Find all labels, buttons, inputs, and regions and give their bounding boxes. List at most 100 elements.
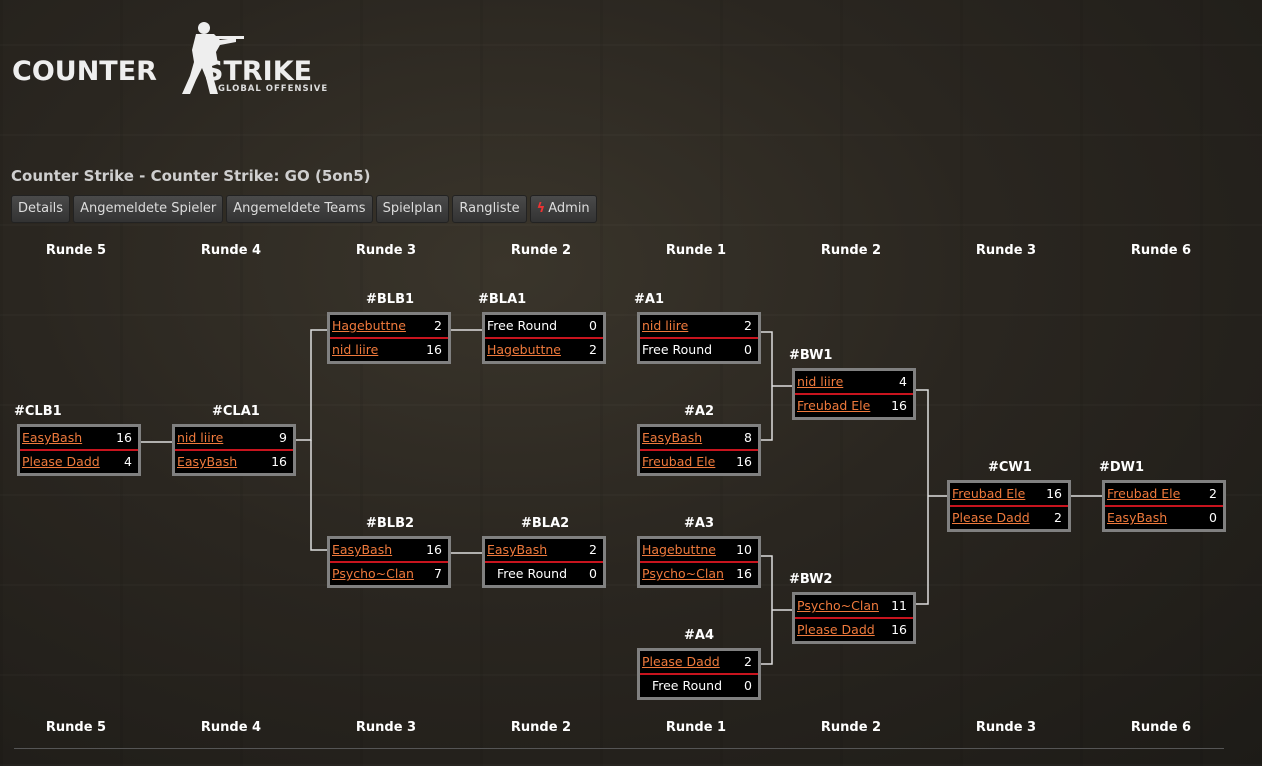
round-label: Runde 2 <box>820 243 882 258</box>
team-link[interactable]: EasyBash <box>642 430 703 445</box>
team-score: 2 <box>434 318 442 333</box>
team-link[interactable]: Psycho~Clan <box>797 598 879 613</box>
team-link[interactable]: Hagebuttne <box>642 542 716 557</box>
team-score: 16 <box>891 622 907 637</box>
logo-word-strike: STRIKE <box>204 56 313 87</box>
round-label: Runde 3 <box>975 243 1037 258</box>
tab-registered-teams[interactable]: Angemeldete Teams <box>226 195 373 223</box>
team-score: 16 <box>736 566 752 581</box>
match-box: Hagebuttne 2 nid liire 16 <box>327 312 451 364</box>
page-title: Counter Strike - Counter Strike: GO (5on… <box>11 167 371 185</box>
team-link[interactable]: Please Dadd <box>797 622 875 637</box>
team-link[interactable]: Freubad Ele <box>642 454 716 469</box>
logo-subtitle: GLOBAL OFFENSIVE <box>218 84 329 94</box>
match-id: #DW1 <box>1099 460 1145 475</box>
team-link[interactable]: nid liire <box>797 374 844 389</box>
team-link[interactable]: EasyBash <box>487 542 548 557</box>
bolt-icon: ϟ <box>536 201 546 216</box>
team-score: 7 <box>434 566 442 581</box>
match-id: #A2 <box>684 404 714 419</box>
tab-bar: Details Angemeldete Spieler Angemeldete … <box>11 195 597 223</box>
team-link[interactable]: EasyBash <box>177 454 238 469</box>
round-label: Runde 1 <box>665 720 727 735</box>
team-link[interactable]: Psycho~Clan <box>642 566 724 581</box>
team-link[interactable]: EasyBash <box>1107 510 1168 525</box>
match-box: nid liire 2 Free Round 0 <box>637 312 761 364</box>
match-id: #BW1 <box>789 348 833 363</box>
match-id: #BLA2 <box>521 516 570 531</box>
team-name: Free Round <box>496 566 568 581</box>
tab-admin-label: Admin <box>548 201 590 216</box>
team-score: 2 <box>589 342 597 357</box>
team-link[interactable]: Psycho~Clan <box>332 566 414 581</box>
team-link[interactable]: nid liire <box>177 430 224 445</box>
match-box: Psycho~Clan 11 Please Dadd 16 <box>792 592 916 644</box>
team-score: 16 <box>271 454 287 469</box>
team-link[interactable]: nid liire <box>642 318 689 333</box>
team-link[interactable]: Please Dadd <box>952 510 1030 525</box>
match-box: Hagebuttne 10 Psycho~Clan 16 <box>637 536 761 588</box>
team-score: 10 <box>736 542 752 557</box>
round-label: Runde 3 <box>975 720 1037 735</box>
team-link[interactable]: Hagebuttne <box>332 318 406 333</box>
match-id: #CW1 <box>988 460 1032 475</box>
team-score: 2 <box>744 318 752 333</box>
team-score: 0 <box>1209 510 1217 525</box>
game-logo: COUNTER STRIKE GLOBAL OFFENSIVE <box>12 20 352 100</box>
round-label: Runde 6 <box>1130 720 1192 735</box>
match-box: EasyBash 16 Please Dadd 4 <box>17 424 141 476</box>
tab-ranking[interactable]: Rangliste <box>452 195 527 223</box>
round-label: Runde 2 <box>510 243 572 258</box>
team-link[interactable]: EasyBash <box>22 430 83 445</box>
round-label: Runde 2 <box>820 720 882 735</box>
tab-details[interactable]: Details <box>11 195 71 223</box>
team-name: Free Round <box>642 342 713 357</box>
team-score: 4 <box>124 454 132 469</box>
logo-word-counter: COUNTER <box>12 56 157 87</box>
round-label: Runde 3 <box>355 720 417 735</box>
team-link[interactable]: Freubad Ele <box>1107 486 1181 501</box>
team-score: 16 <box>1046 486 1062 501</box>
team-link[interactable]: Hagebuttne <box>487 342 561 357</box>
team-score: 0 <box>744 678 752 693</box>
match-id: #BW2 <box>789 572 833 587</box>
round-label: Runde 4 <box>200 720 262 735</box>
team-link[interactable]: nid liire <box>332 342 379 357</box>
match-id: #A4 <box>684 628 714 643</box>
team-link[interactable]: EasyBash <box>332 542 393 557</box>
match-box: EasyBash 16 Psycho~Clan 7 <box>327 536 451 588</box>
match-id: #BLB1 <box>366 292 415 307</box>
round-label: Runde 1 <box>665 243 727 258</box>
team-score: 16 <box>736 454 752 469</box>
team-score: 11 <box>891 598 907 613</box>
tab-schedule[interactable]: Spielplan <box>375 195 450 223</box>
match-box: EasyBash 8 Freubad Ele 16 <box>637 424 761 476</box>
match-id: #BLB2 <box>366 516 415 531</box>
team-score: 8 <box>744 430 752 445</box>
round-label: Runde 5 <box>45 243 107 258</box>
team-link[interactable]: Please Dadd <box>642 654 720 669</box>
team-score: 16 <box>116 430 132 445</box>
divider <box>14 748 1224 749</box>
match-box: Freubad Ele 16 Please Dadd 2 <box>947 480 1071 532</box>
team-link[interactable]: Freubad Ele <box>797 398 871 413</box>
team-link[interactable]: Please Dadd <box>22 454 100 469</box>
team-score: 16 <box>426 342 442 357</box>
team-score: 16 <box>891 398 907 413</box>
round-label: Runde 6 <box>1130 243 1192 258</box>
team-score: 0 <box>744 342 752 357</box>
match-id: #BLA1 <box>478 292 527 307</box>
tab-registered-players[interactable]: Angemeldete Spieler <box>73 195 224 223</box>
round-label: Runde 2 <box>510 720 572 735</box>
team-link[interactable]: Freubad Ele <box>952 486 1026 501</box>
match-id: #A3 <box>684 516 714 531</box>
team-score: 2 <box>1054 510 1062 525</box>
match-id: #CLB1 <box>14 404 62 419</box>
team-score: 16 <box>426 542 442 557</box>
team-score: 2 <box>1209 486 1217 501</box>
